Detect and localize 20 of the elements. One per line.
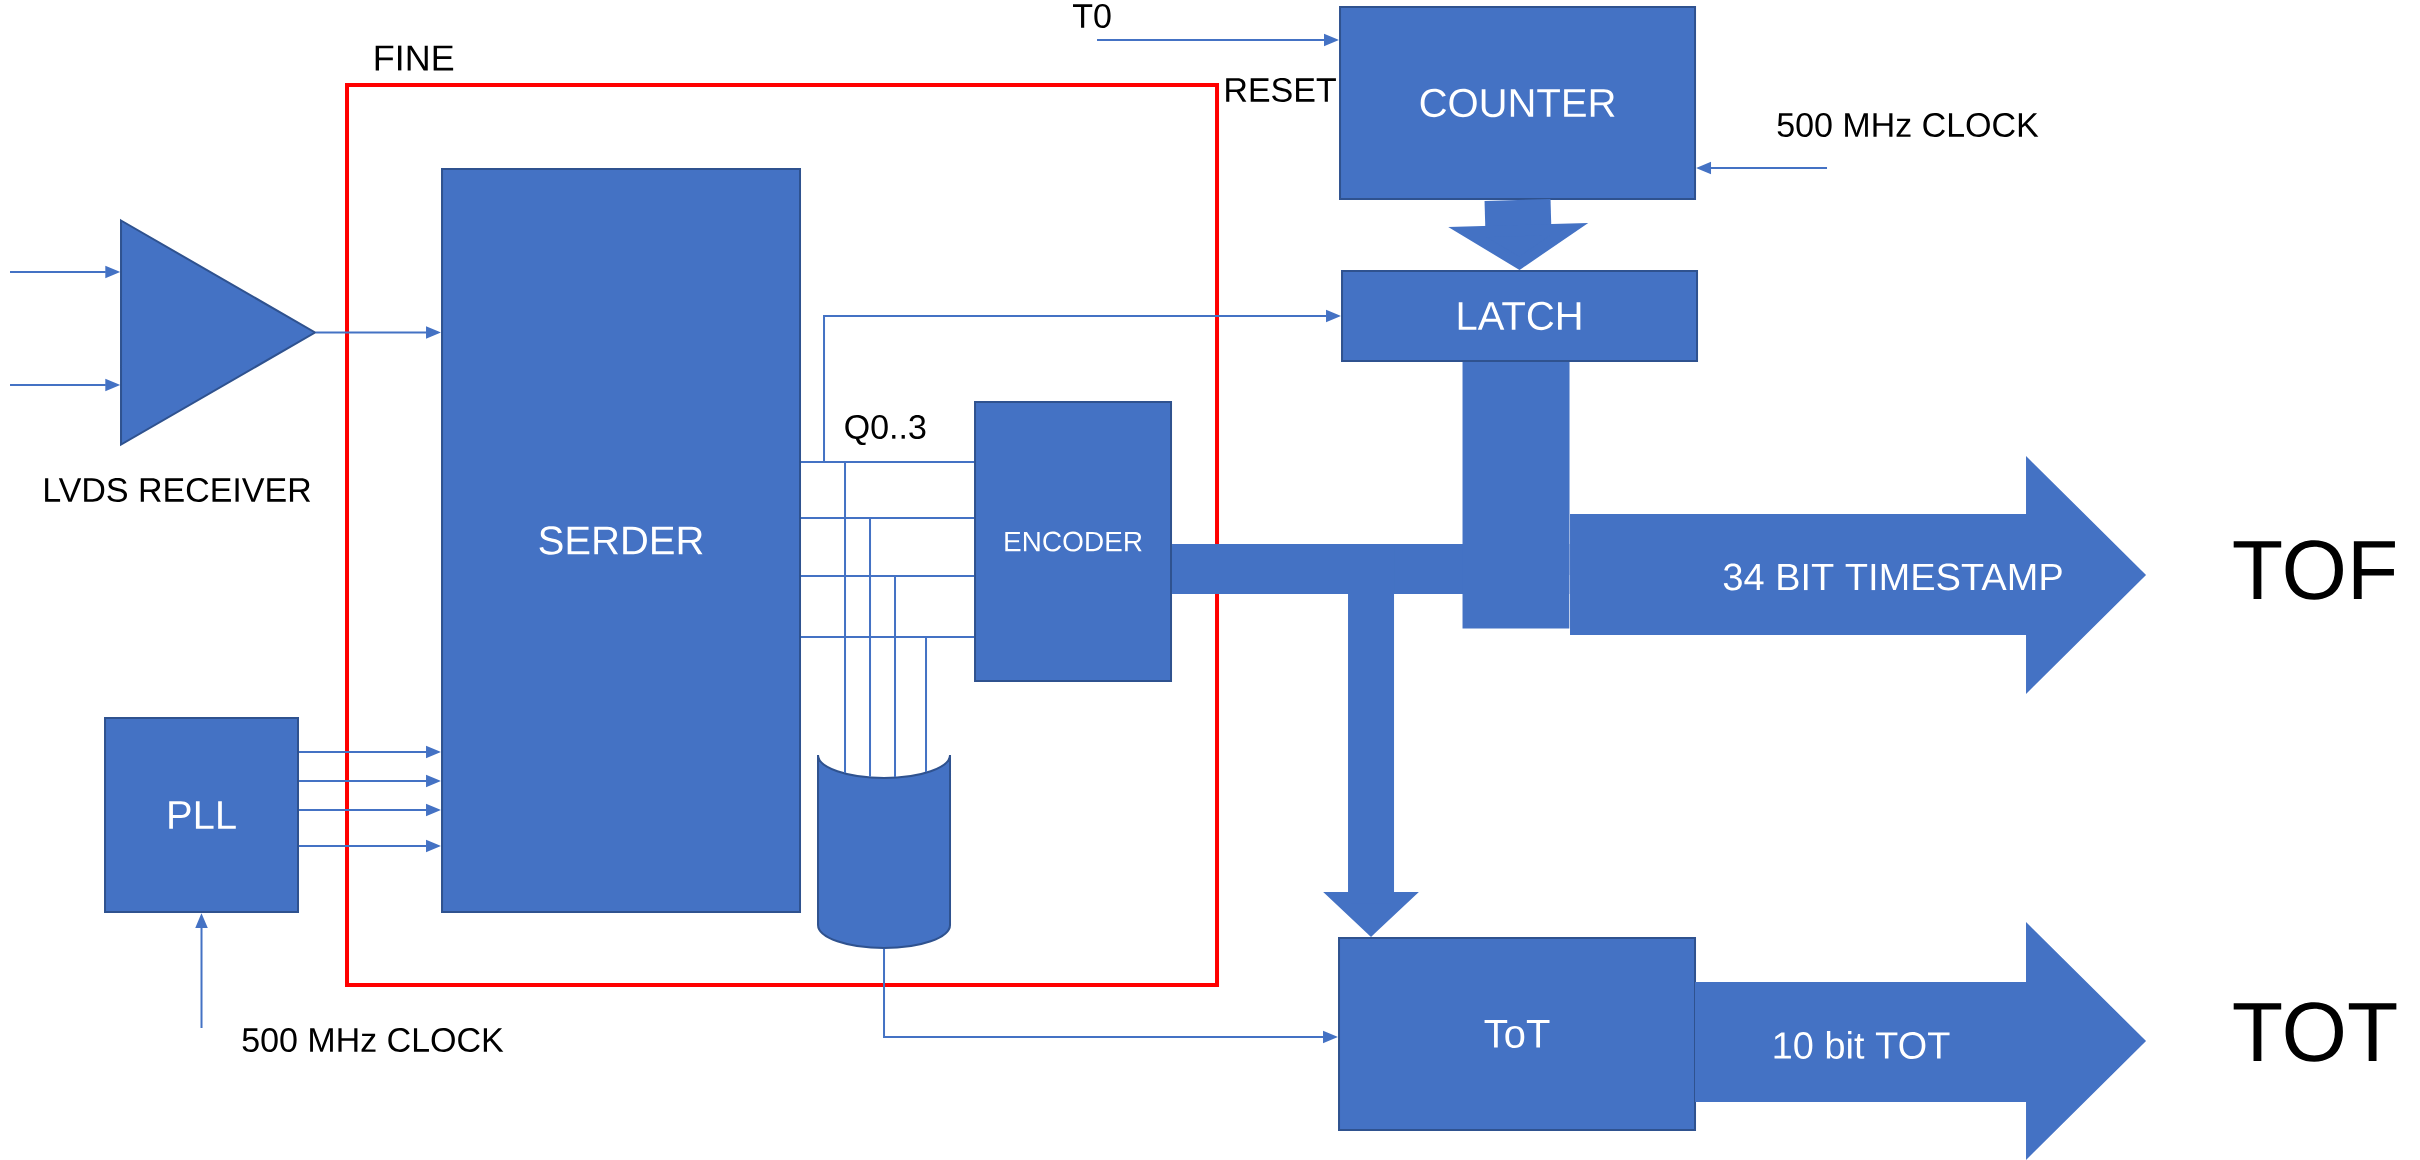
output-label: RESET — [1226, 77, 1336, 103]
output-label: TOF — [2233, 540, 2395, 600]
signal-label: Q0..3 — [845, 414, 926, 446]
block-box: SERDER — [441, 168, 801, 913]
connector-line — [800, 636, 927, 773]
connector-line — [800, 517, 871, 778]
block-box: PLL — [104, 717, 299, 913]
cylinder-symbol — [817, 754, 951, 949]
signal-label: 500 MHz CLOCK — [1772, 109, 2043, 141]
bus-bar — [1462, 362, 1570, 629]
block-label: LVDS RECEIVER — [45, 477, 311, 503]
block-box: COUNTER — [1339, 6, 1697, 200]
block-box: ToT — [1338, 937, 1696, 1131]
signal-label: T0 — [1068, 0, 1116, 32]
connector-line — [800, 575, 896, 778]
signal-label: 500 MHz CLOCK — [237, 1024, 508, 1056]
frame-heading: FINE — [375, 45, 454, 71]
output-label: TOT — [2233, 1002, 2397, 1062]
block-box: ENCODER — [974, 401, 1172, 682]
node-label: 10 bit TOT — [1774, 1031, 1950, 1059]
